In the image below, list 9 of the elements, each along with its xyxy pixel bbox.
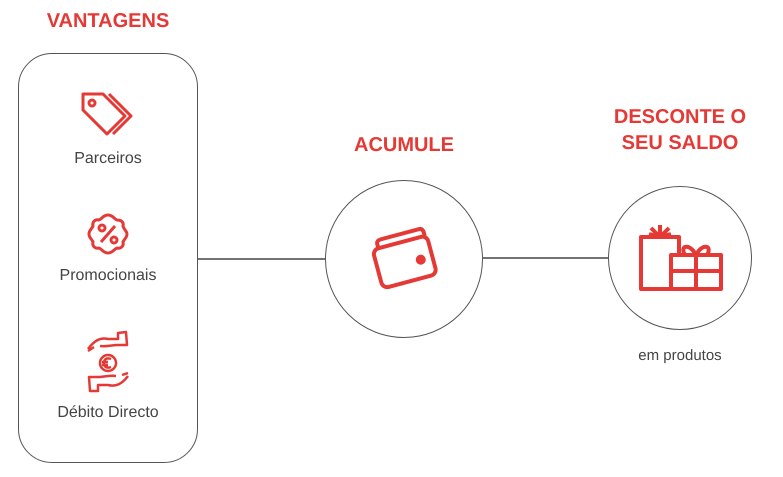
item-label: Promocionais bbox=[60, 266, 156, 286]
section-heading: DESCONTE O SEU SALDO bbox=[614, 106, 746, 154]
node-label: em produtos bbox=[638, 347, 722, 364]
item-label: Débito Directo bbox=[57, 403, 159, 424]
section-heading: VANTAGENS bbox=[46, 10, 170, 32]
section-heading: ACUMULE bbox=[354, 134, 454, 156]
connector-line bbox=[483, 257, 608, 259]
item-label: Parceiros bbox=[74, 148, 142, 169]
connector-line bbox=[198, 258, 325, 260]
